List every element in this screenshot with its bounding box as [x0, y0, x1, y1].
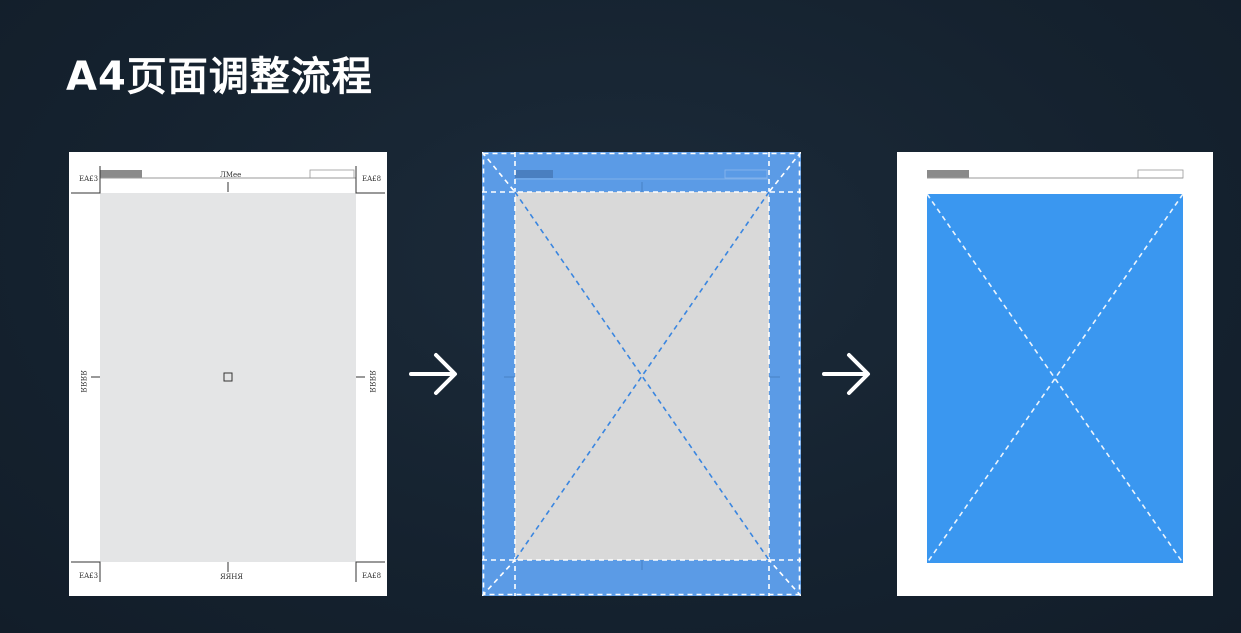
- page-margins-highlighted: [482, 152, 801, 596]
- svg-text:ЯЯНЯ: ЯЯНЯ: [220, 573, 243, 581]
- svg-text:EA£8: EA£8: [362, 572, 381, 580]
- content-area: [100, 193, 356, 562]
- header-outline-block: [309, 169, 355, 179]
- header-outline-block: [1137, 169, 1184, 179]
- page-result: [897, 152, 1213, 596]
- header-dark-block: [927, 170, 969, 178]
- page-title: A4页面调整流程: [66, 54, 373, 100]
- svg-text:EA£3: EA£3: [79, 572, 98, 580]
- svg-text:EA£3: EA£3: [79, 175, 98, 183]
- arrow-right-icon: [822, 353, 870, 395]
- svg-text:ЯЯЯЯ: ЯЯЯЯ: [79, 370, 87, 393]
- page-original: EA£3 ЛМее EA£8 EA£3 ЯЯНЯ EA£8 ЯЯЯЯ ЯЯЯЯ: [69, 152, 387, 596]
- header-dark-block: [100, 170, 142, 178]
- svg-text:ЛМее: ЛМее: [220, 171, 241, 179]
- arrow-right-icon: [409, 353, 457, 395]
- svg-text:ЯЯЯЯ: ЯЯЯЯ: [368, 370, 376, 393]
- svg-text:EA£8: EA£8: [362, 175, 381, 183]
